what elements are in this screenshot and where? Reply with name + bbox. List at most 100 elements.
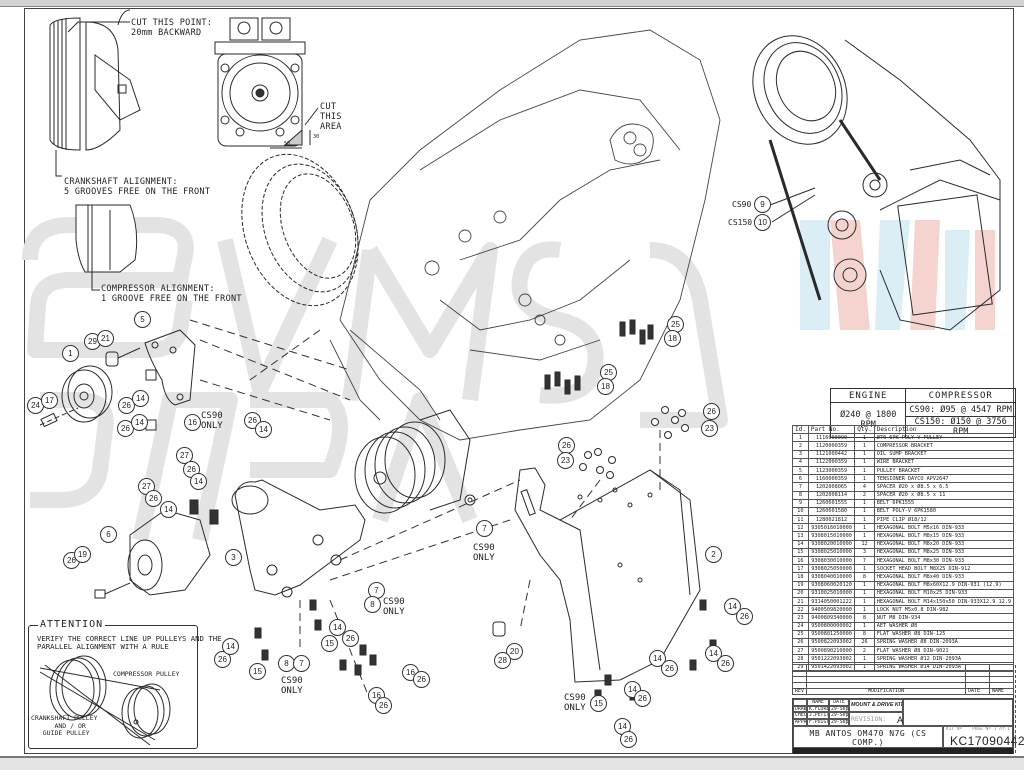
idler-pulley — [39, 365, 113, 428]
callout-bubble: 26 — [736, 608, 753, 625]
callout-bubble: 14 — [255, 421, 272, 438]
label-compressor-pulley: COMPRESSOR PULLEY — [113, 670, 180, 678]
part-number: 9305016010000 — [807, 523, 856, 533]
callout-bubble: 26 — [703, 403, 720, 420]
part-description: SPRING WASHER Ø12 DIN-2093A — [873, 654, 1015, 664]
part-qty: 1 — [854, 498, 875, 508]
part-description: Ø70 6PK POLY-V PULLEY — [873, 433, 1015, 443]
kit-number-box: KIT Nº PAGE Nº 1 of 1 KC17090442 — [943, 726, 1024, 748]
part-description: TENSIONER DAYCO APV2647 — [873, 474, 1015, 484]
part-number: 1122000359 — [807, 457, 856, 467]
callout-bubble: 23 — [701, 420, 718, 437]
part-id: 27 — [792, 646, 809, 656]
part-description: AET WASHER Ø8 — [873, 621, 1015, 631]
callout-bubble: 5 — [134, 311, 151, 328]
label-cs90-only: CS90 ONLY — [383, 597, 405, 617]
kit-number: KC17090442 — [950, 734, 1024, 748]
callout-bubble: 7 — [293, 655, 310, 672]
part-qty: 1 — [854, 588, 875, 598]
part-id: 11 — [792, 515, 809, 525]
callout-bubble: 28 — [494, 652, 511, 669]
callout-bubble: 18 — [664, 330, 681, 347]
parts-header-row: Id. Part No. Qty. Description — [792, 424, 1015, 435]
title-line-1: MB ANTOS OM470 N7G (CS COMP.) — [809, 729, 927, 747]
part-number: 1116000090 — [807, 433, 856, 443]
callout-bubble: 26 — [375, 697, 392, 714]
label-crankshaft-pulley: CRANKSHAFT PULLEY AND / OR GUIDE PULLEY — [31, 714, 98, 737]
dimension-30: 30 — [313, 134, 320, 140]
attention-title: ATTENTION — [38, 619, 106, 631]
callout-bubble: 14 — [160, 501, 177, 518]
part-id: 7 — [792, 482, 809, 492]
callout-bubble: 25 — [600, 364, 617, 381]
callout-bubble: 26 — [634, 690, 651, 707]
part-id: 17 — [792, 564, 809, 574]
part-description: NUT M8 DIN-934 — [873, 613, 1015, 623]
part-qty: 12 — [854, 539, 875, 549]
part-qty: 8 — [854, 629, 875, 639]
callout-bubble: 14 — [329, 619, 346, 636]
part-description: BELT 6PK1555 — [873, 498, 1015, 508]
engine-pulley — [241, 153, 359, 307]
part-qty: 1 — [854, 564, 875, 574]
callout-bubble: 20 — [506, 643, 523, 660]
rev-name-header: NAME — [989, 688, 1014, 695]
part-id: 28 — [792, 654, 809, 664]
part-description: HEXAGONAL BOLT M8x30 DIN-933 — [873, 555, 1015, 566]
part-qty: 1 — [854, 457, 875, 467]
part-description: HEXAGONAL BOLT M10x25 DIN-933 — [873, 588, 1015, 598]
part-number: 9500890210000 — [807, 646, 856, 656]
part-id: 20 — [792, 588, 809, 598]
dimension-58: 58 — [284, 141, 291, 147]
part-qty: 1 — [854, 465, 875, 476]
part-qty: 1 — [854, 506, 875, 517]
part-id: 21 — [792, 596, 809, 607]
part-id: 1 — [792, 433, 809, 443]
callout-bubble: 26 — [118, 397, 135, 414]
header-id: Id. — [792, 424, 809, 435]
part-number: 1260601555 — [807, 498, 856, 508]
part-qty: 1 — [854, 580, 875, 590]
rev-header: REV — [791, 688, 808, 695]
part-description: COMPRESSOR BRACKET — [873, 441, 1015, 451]
compressor-unit — [354, 409, 471, 514]
part-number: 1120000359 — [807, 441, 856, 451]
part-number: 9308040010000 — [807, 572, 856, 582]
label-cs150: CS150 — [728, 218, 753, 227]
part-number: 9308020010000 — [807, 539, 856, 549]
callout-bubble: 15 — [249, 663, 266, 680]
part-description: OIL SUMP BRACKET — [873, 449, 1015, 459]
callout-bubble: 14 — [222, 638, 239, 655]
attention-text: VERIFY THE CORRECT LINE UP PULLEYS AND T… — [37, 634, 222, 651]
part-description: SPACER Ø20 x Ø8.5 x 11 — [873, 490, 1015, 500]
callout-bubble: 19 — [74, 546, 91, 563]
callout-bubble: 15 — [590, 695, 607, 712]
label-cs90-only: CS90 ONLY — [281, 676, 303, 696]
part-qty: 8 — [854, 572, 875, 582]
part-number: 9308015010000 — [807, 531, 856, 541]
assembled-view — [752, 35, 1001, 331]
part-description: LOCK NUT M5x0.8 DIN-982 — [873, 605, 1015, 615]
part-description: HEXAGONAL BOLT M8x20 DIN-933 — [873, 539, 1015, 549]
callout-bubble: 16 — [184, 414, 201, 431]
part-id: 3 — [792, 449, 809, 459]
attention-pulley-sketch — [39, 655, 171, 746]
part-description: SPRING WASHER Ø8 DIN-2093A — [873, 637, 1015, 648]
callout-bubble: 26 — [342, 630, 359, 647]
label-cs90-only: CS90 ONLY — [201, 411, 223, 431]
part-id: 8 — [792, 490, 809, 500]
part-qty: 1 — [854, 596, 875, 607]
part-description: SPACER Ø20 x Ø8.5 x 6.5 — [873, 482, 1015, 492]
oil-sump-bracket — [231, 479, 366, 598]
title-block: NAME DATE DRAWN K.FLORENSA 29-Sep-17 CHE… — [792, 698, 1024, 756]
